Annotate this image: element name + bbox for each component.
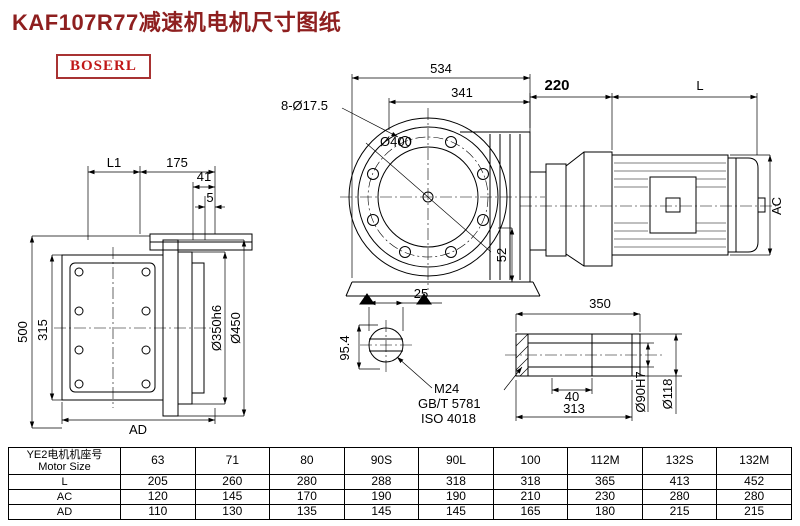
dim-52: 52	[494, 248, 509, 262]
table-cell: 260	[194, 474, 271, 490]
table-cell: 110	[120, 504, 196, 520]
row-label-l: L	[8, 474, 121, 490]
motor-size-table: YE2电机机座号 Motor Size 63 71 80 90S 90L 100…	[8, 447, 792, 520]
dim-118: Ø118	[660, 379, 675, 410]
dim-315: 315	[35, 319, 50, 341]
table-cell: 318	[418, 474, 494, 490]
table-cell: 230	[567, 489, 643, 505]
col-header-80: 80	[269, 447, 345, 475]
col-header-132s: 132S	[641, 447, 718, 475]
dim-l1: L1	[107, 155, 121, 170]
dim-534: 534	[430, 61, 452, 76]
dim-40: 40	[565, 389, 579, 404]
col-header-90l: 90L	[418, 447, 494, 475]
motor-side-view	[503, 93, 776, 421]
table-row-ac: AC 120 145 170 190 190 210 230 280 280	[8, 489, 792, 505]
dim-bolt-holes: 8-Ø17.5	[281, 98, 328, 113]
dim-5: 5	[206, 190, 213, 205]
dimension-labels: L1 175 41 5 500 315 AD Ø350h6 Ø450 534 3…	[15, 61, 784, 437]
dim-341: 341	[451, 85, 473, 100]
table-cell: 130	[194, 504, 271, 520]
label-std-gbt: GB/T 5781	[418, 396, 481, 411]
dim-313: 313	[563, 401, 585, 416]
dim-41: 41	[197, 169, 211, 184]
table-cell: 145	[418, 504, 494, 520]
table-cell: 365	[567, 474, 643, 490]
col-header-63: 63	[120, 447, 196, 475]
dim-350h6: Ø350h6	[209, 305, 224, 351]
dim-220: 220	[544, 77, 569, 94]
table-cell: 180	[567, 504, 643, 520]
row-label-ad: AD	[8, 504, 121, 520]
table-cell: 413	[641, 474, 718, 490]
table-cell: 210	[492, 489, 569, 505]
table-cell: 280	[716, 489, 792, 505]
dim-350: 350	[589, 296, 611, 311]
dim-ad: AD	[129, 422, 147, 437]
table-cell: 215	[716, 504, 792, 520]
dim-175: 175	[166, 155, 188, 170]
dim-500: 500	[15, 321, 30, 343]
dim-ac: AC	[769, 197, 784, 215]
col-header-112m: 112M	[567, 447, 643, 475]
dim-90h7: Ø90H7	[633, 371, 648, 412]
table-cell: 215	[641, 504, 718, 520]
table-cell: 190	[343, 489, 420, 505]
front-view	[340, 74, 545, 389]
header-label-en: Motor Size	[38, 461, 91, 473]
page-title: KAF107R77减速机电机尺寸图纸	[12, 10, 342, 35]
label-std-iso: ISO 4018	[421, 411, 476, 426]
left-side-view	[29, 166, 253, 429]
table-cell: 165	[492, 504, 569, 520]
dim-450: Ø450	[228, 312, 243, 344]
table-cell: 205	[120, 474, 196, 490]
table-cell: 288	[343, 474, 420, 490]
dim-95-4: 95.4	[337, 335, 352, 360]
col-header-71: 71	[194, 447, 271, 475]
table-cell: 280	[641, 489, 718, 505]
table-cell: 145	[343, 504, 420, 520]
label-thread-m24: M24	[434, 381, 459, 396]
table-row-ad: AD 110 130 135 145 145 165 180 215 215	[8, 504, 792, 520]
table-cell: 318	[492, 474, 569, 490]
brand-logo: BOSERL	[56, 54, 151, 79]
col-header-132m: 132M	[716, 447, 792, 475]
table-cell: 135	[269, 504, 345, 520]
col-header-100: 100	[492, 447, 569, 475]
row-label-ac: AC	[8, 489, 121, 505]
dim-25: 25	[414, 286, 428, 301]
dim-400: Ø400	[380, 134, 412, 149]
table-cell: 145	[194, 489, 271, 505]
dim-l: L	[696, 78, 703, 93]
technical-drawing: L1 175 41 5 500 315 AD Ø350h6 Ø450 534 3…	[15, 61, 784, 437]
table-cell: 452	[716, 474, 792, 490]
table-row-l: L 205 260 280 288 318 318 365 413 452	[8, 474, 792, 490]
table-header-motor-size: YE2电机机座号 Motor Size	[8, 447, 121, 475]
table-cell: 120	[120, 489, 196, 505]
table-header-row: YE2电机机座号 Motor Size 63 71 80 90S 90L 100…	[8, 447, 792, 475]
header-label-cn: YE2电机机座号	[26, 449, 103, 461]
table-cell: 190	[418, 489, 494, 505]
table-cell: 280	[269, 474, 345, 490]
col-header-90s: 90S	[343, 447, 420, 475]
table-cell: 170	[269, 489, 345, 505]
